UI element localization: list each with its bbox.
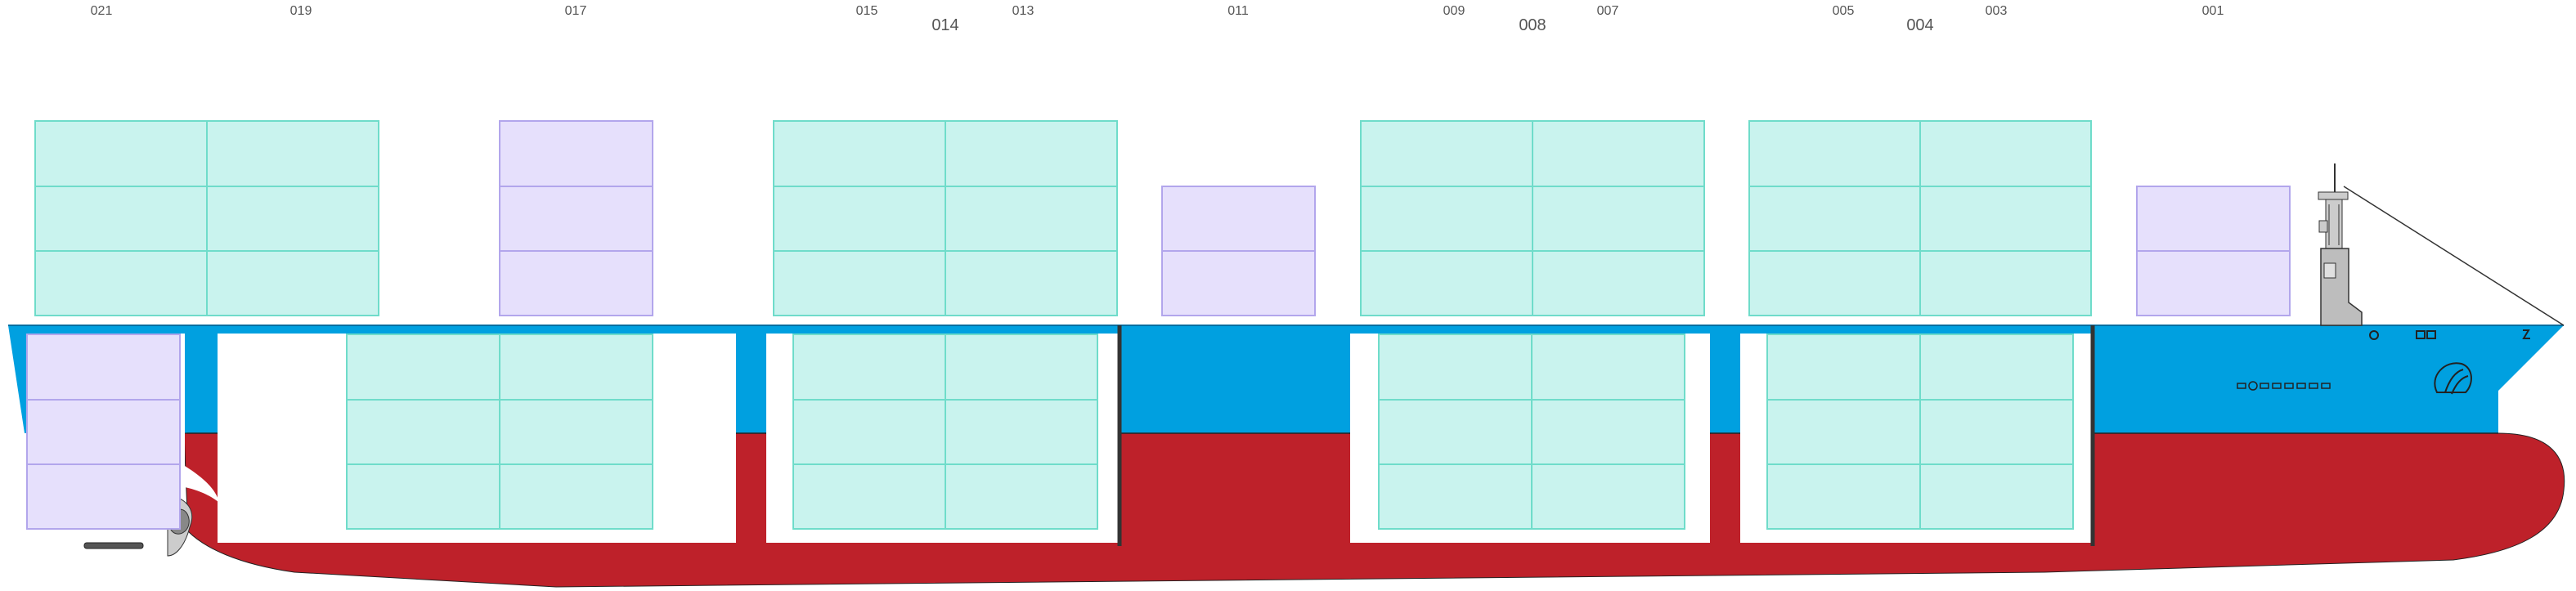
bay-label: 007 bbox=[1597, 4, 1619, 18]
bay-label: 021 bbox=[91, 4, 113, 18]
container bbox=[1360, 250, 1533, 316]
mast-icon bbox=[2318, 163, 2349, 249]
container bbox=[1919, 399, 2074, 465]
container bbox=[1360, 186, 1533, 252]
company-logo-icon bbox=[2434, 362, 2472, 395]
container bbox=[1378, 463, 1533, 530]
bay-label: 009 bbox=[1443, 4, 1465, 18]
container bbox=[2136, 250, 2291, 316]
container bbox=[499, 120, 653, 187]
container bbox=[1766, 399, 1921, 465]
container bbox=[945, 250, 1118, 316]
container bbox=[1919, 250, 2092, 316]
container bbox=[792, 399, 946, 465]
bay-label: 017 bbox=[565, 4, 587, 18]
container bbox=[1766, 334, 1921, 401]
container bbox=[773, 250, 946, 316]
container bbox=[499, 186, 653, 252]
container bbox=[792, 463, 946, 530]
container bbox=[1531, 399, 1685, 465]
container bbox=[26, 463, 181, 530]
container bbox=[1532, 120, 1705, 187]
bay-labels: 021 019 017 015 013 011 009 007 005 003 … bbox=[91, 4, 2224, 34]
container bbox=[206, 186, 379, 252]
bridge-window bbox=[2323, 262, 2336, 279]
bay-label: 019 bbox=[290, 4, 312, 18]
container bbox=[499, 334, 653, 401]
container bbox=[1161, 250, 1316, 316]
container bbox=[1919, 120, 2092, 187]
containers-20ft bbox=[34, 120, 2092, 530]
bay-label: 005 bbox=[1833, 4, 1855, 18]
container bbox=[499, 250, 653, 316]
container bbox=[1766, 463, 1921, 530]
container bbox=[1748, 120, 1921, 187]
container bbox=[346, 334, 500, 401]
bay-label: 001 bbox=[2202, 4, 2224, 18]
bridge-tower-icon bbox=[2320, 248, 2363, 326]
container bbox=[773, 186, 946, 252]
container bbox=[1748, 250, 1921, 316]
container bbox=[1748, 186, 1921, 252]
bay-group-label: 008 bbox=[1519, 16, 1546, 34]
container bbox=[1919, 334, 2074, 401]
container bbox=[945, 120, 1118, 187]
container bbox=[945, 186, 1118, 252]
container bbox=[945, 334, 1098, 401]
container bbox=[206, 120, 379, 187]
container bbox=[499, 399, 653, 465]
container bbox=[346, 463, 500, 530]
containers-40ft bbox=[26, 120, 2291, 530]
container bbox=[1360, 120, 1533, 187]
bay-group-label: 004 bbox=[1906, 16, 1933, 34]
container bbox=[945, 399, 1098, 465]
container bbox=[26, 399, 181, 465]
forecastle bbox=[2237, 163, 2565, 395]
fitting-icon bbox=[2416, 330, 2436, 339]
fitting-icon bbox=[2522, 329, 2530, 339]
fitting-icon bbox=[2369, 330, 2379, 340]
stern-wake bbox=[185, 466, 219, 503]
forestay bbox=[2343, 186, 2565, 326]
bay-group-label: 014 bbox=[931, 16, 958, 34]
container bbox=[1532, 186, 1705, 252]
bay-label: 013 bbox=[1012, 4, 1034, 18]
container bbox=[1531, 334, 1685, 401]
container bbox=[2136, 186, 2291, 252]
container bbox=[1161, 186, 1316, 252]
bulkheads bbox=[1117, 325, 2095, 546]
container bbox=[34, 186, 208, 252]
container bbox=[792, 334, 946, 401]
container bbox=[1532, 250, 1705, 316]
container bbox=[945, 463, 1098, 530]
bay-label: 011 bbox=[1227, 4, 1249, 18]
skeg-bar bbox=[83, 542, 144, 549]
anchor-hawse-icon bbox=[2237, 381, 2331, 391]
bay-label: 003 bbox=[1986, 4, 2008, 18]
container bbox=[346, 399, 500, 465]
container bbox=[773, 120, 946, 187]
container bbox=[1531, 463, 1685, 530]
container bbox=[34, 120, 208, 187]
container bbox=[1919, 186, 2092, 252]
bay-label: 015 bbox=[856, 4, 878, 18]
container bbox=[206, 250, 379, 316]
container bbox=[34, 250, 208, 316]
container bbox=[1919, 463, 2074, 530]
container bbox=[26, 334, 181, 401]
container bbox=[1378, 399, 1533, 465]
container bbox=[1378, 334, 1533, 401]
container bbox=[499, 463, 653, 530]
